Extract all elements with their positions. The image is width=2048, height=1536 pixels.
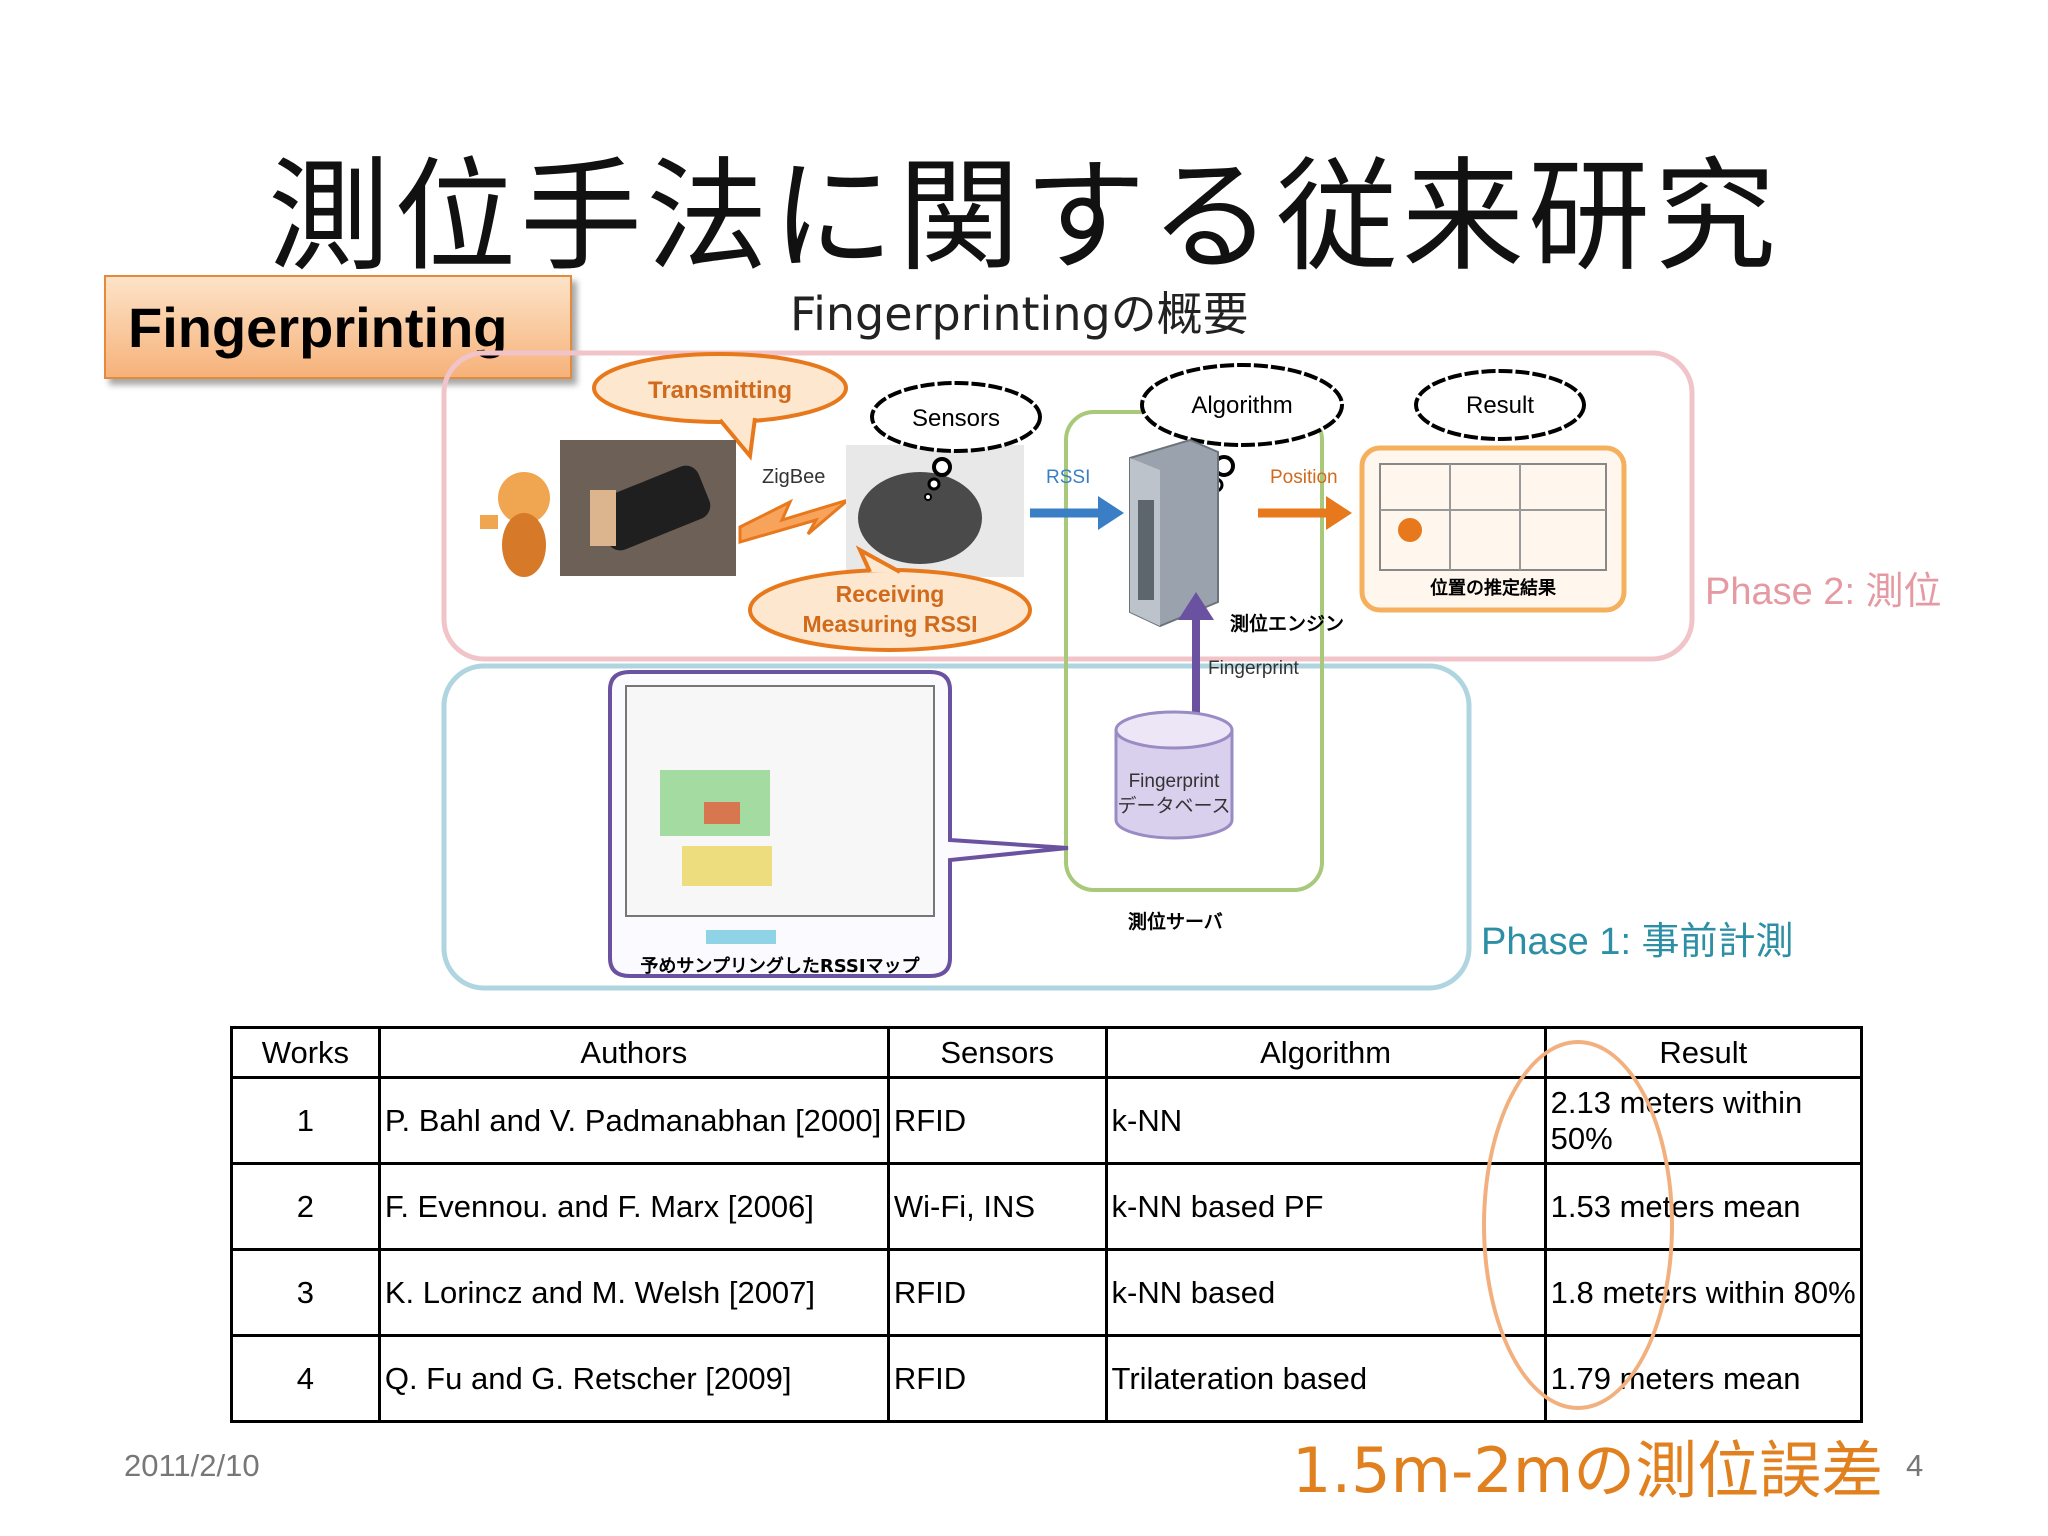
cell-result: 1.79 meters mean xyxy=(1543,1334,1864,1423)
works-table: Works Authors Sensors Algorithm Result 1… xyxy=(230,1026,1864,1423)
server-icon xyxy=(1129,438,1219,628)
cell-sensors: RFID xyxy=(886,1076,1108,1165)
cell-authors: Q. Fu and G. Retscher [2009] xyxy=(377,1334,890,1423)
transmitting-text: Transmitting xyxy=(648,377,792,404)
header-authors: Authors xyxy=(377,1026,890,1079)
header-works: Works xyxy=(230,1026,381,1079)
rssi-label: RSSI xyxy=(1046,467,1090,488)
header-algorithm: Algorithm xyxy=(1104,1026,1547,1079)
table-row: 2 F. Evennou. and F. Marx [2006] Wi-Fi, … xyxy=(230,1162,1864,1251)
table-header-row: Works Authors Sensors Algorithm Result xyxy=(230,1026,1864,1079)
rssi-map-callout: 予めサンプリングしたRSSIマップ xyxy=(608,670,1069,978)
result-floorplan: 位置の推定結果 xyxy=(1359,445,1627,613)
slide-date: 2011/2/10 xyxy=(124,1448,260,1483)
error-note: 1.5m-2mの測位誤差 xyxy=(1292,1434,1884,1507)
slide-title: 測位手法に関する従来研究 xyxy=(268,146,1780,288)
phase1-frame xyxy=(441,663,1472,991)
engine-label: 測位エンジン xyxy=(1230,612,1344,635)
cell-works: 1 xyxy=(230,1076,381,1165)
cell-authors: K. Lorincz and M. Welsh [2007] xyxy=(377,1248,890,1337)
page-number: 4 xyxy=(1906,1448,1924,1483)
receiving-callout: Receiving Measuring RSSI xyxy=(748,545,1032,652)
database-icon: Fingerprint データベース xyxy=(1114,710,1234,840)
cell-sensors: Wi-Fi, INS xyxy=(886,1162,1108,1251)
cell-algorithm: Trilateration based xyxy=(1104,1334,1547,1423)
zigbee-label: ZigBee xyxy=(762,466,825,488)
cell-sensors: RFID xyxy=(886,1334,1108,1423)
algorithm-cloud: Algorithm xyxy=(1140,363,1344,505)
db-text-2: データベース xyxy=(1117,795,1230,817)
cell-result: 1.53 meters mean xyxy=(1543,1162,1864,1251)
location-result-text: 位置の推定結果 xyxy=(1430,577,1557,599)
cell-result: 2.13 meters within 50% xyxy=(1543,1076,1864,1165)
header-result: Result xyxy=(1543,1026,1864,1079)
table-row: 3 K. Lorincz and M. Welsh [2007] RFID k-… xyxy=(230,1248,1864,1337)
receiving-text-1: Receiving xyxy=(836,581,945,607)
cell-algorithm: k-NN based PF xyxy=(1104,1162,1547,1251)
phase1-label: Phase 1: 事前計測 xyxy=(1481,921,1794,963)
fingerprinting-label: Fingerprinting xyxy=(104,275,572,379)
cell-sensors: RFID xyxy=(886,1248,1108,1337)
diagram-title: Fingerprintingの概要 xyxy=(790,287,1249,341)
transmitter-photo xyxy=(560,440,736,576)
sensors-cloud: Sensors xyxy=(870,381,1042,501)
db-text-1: Fingerprint xyxy=(1129,771,1221,792)
cell-authors: F. Evennou. and F. Marx [2006] xyxy=(377,1162,890,1251)
table-row: 1 P. Bahl and V. Padmanabhan [2000] RFID… xyxy=(230,1076,1864,1165)
result-text: Result xyxy=(1466,392,1534,419)
cell-works: 3 xyxy=(230,1248,381,1337)
cell-result: 1.8 meters within 80% xyxy=(1543,1248,1864,1337)
cell-algorithm: k-NN based xyxy=(1104,1248,1547,1337)
sensors-text: Sensors xyxy=(912,405,1000,432)
phase2-label: Phase 2: 測位 xyxy=(1705,571,1942,613)
table-row: 4 Q. Fu and G. Retscher [2009] RFID Tril… xyxy=(230,1334,1864,1423)
transmitting-callout: Transmitting xyxy=(592,352,848,461)
position-label: Position xyxy=(1270,467,1338,488)
zigbee-lightning xyxy=(738,498,849,544)
cell-works: 4 xyxy=(230,1334,381,1423)
receiving-text-2: Measuring RSSI xyxy=(802,611,977,637)
user-figure-icon xyxy=(480,472,550,577)
rssi-map-text: 予めサンプリングしたRSSIマップ xyxy=(640,955,920,977)
server-label: 測位サーバ xyxy=(1128,910,1223,933)
sensor-photo xyxy=(846,445,1024,577)
header-sensors: Sensors xyxy=(886,1026,1108,1079)
algorithm-text: Algorithm xyxy=(1191,392,1292,419)
cell-works: 2 xyxy=(230,1162,381,1251)
fingerprint-arrow-label: Fingerprint xyxy=(1208,658,1300,679)
fingerprinting-diagram: Fingerprintingの概要 Transmitting ZigBee Se… xyxy=(441,287,1695,991)
cell-algorithm: k-NN xyxy=(1104,1076,1547,1165)
cell-authors: P. Bahl and V. Padmanabhan [2000] xyxy=(377,1076,890,1165)
